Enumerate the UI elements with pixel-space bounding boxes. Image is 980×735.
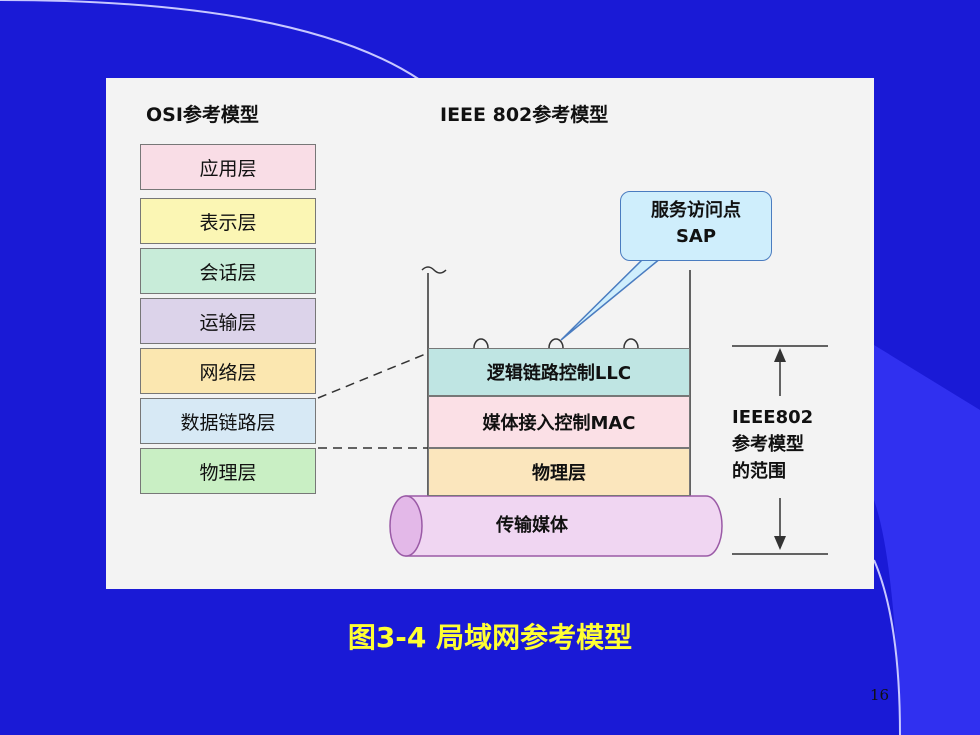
osi-layer-data-link: 数据链路层	[140, 398, 316, 444]
scope-line2: 参考模型	[732, 434, 804, 455]
ieee-scope-label: IEEE802 参考模型 的范围	[732, 404, 813, 485]
osi-layer-label: 应用层	[199, 157, 257, 180]
osi-layer-session: 会话层	[140, 248, 316, 294]
diagram-panel: OSI参考模型 IEEE 802参考模型 应用层 表示层 会话层 运输层 网络层…	[106, 78, 874, 589]
sap-callout: 服务访问点 SAP	[620, 191, 772, 261]
osi-layer-physical: 物理层	[140, 448, 316, 494]
ieee-layer-mac: 媒体接入控制MAC	[428, 396, 690, 448]
osi-layer-label: 数据链路层	[180, 411, 276, 434]
osi-layer-label: 物理层	[199, 461, 257, 484]
osi-model-title: OSI参考模型	[146, 104, 259, 126]
osi-layer-transport: 运输层	[140, 298, 316, 344]
page-number: 16	[870, 686, 890, 704]
ieee-layer-physical: 物理层	[428, 448, 690, 496]
osi-layer-label: 网络层	[199, 361, 257, 384]
scope-line1: IEEE802	[732, 407, 814, 428]
ieee-layer-label: 媒体接入控制MAC	[482, 413, 636, 434]
osi-layer-label: 运输层	[199, 311, 257, 334]
ieee-layer-label: 逻辑链路控制LLC	[486, 363, 632, 384]
transmission-medium-label: 传输媒体	[496, 515, 568, 536]
figure-caption: 图3-4 局域网参考模型	[347, 621, 633, 654]
osi-layer-label: 会话层	[199, 261, 257, 284]
osi-layer-application: 应用层	[140, 144, 316, 190]
sap-callout-line1: 服务访问点	[651, 200, 741, 221]
ieee-layer-label: 物理层	[532, 463, 586, 484]
osi-layer-presentation: 表示层	[140, 198, 316, 244]
ieee-layer-llc: 逻辑链路控制LLC	[428, 348, 690, 396]
osi-layer-network: 网络层	[140, 348, 316, 394]
scope-line3: 的范围	[732, 461, 786, 482]
ieee-model-title: IEEE 802参考模型	[440, 104, 609, 126]
osi-layer-label: 表示层	[199, 211, 257, 234]
sap-callout-line2: SAP	[675, 226, 717, 247]
